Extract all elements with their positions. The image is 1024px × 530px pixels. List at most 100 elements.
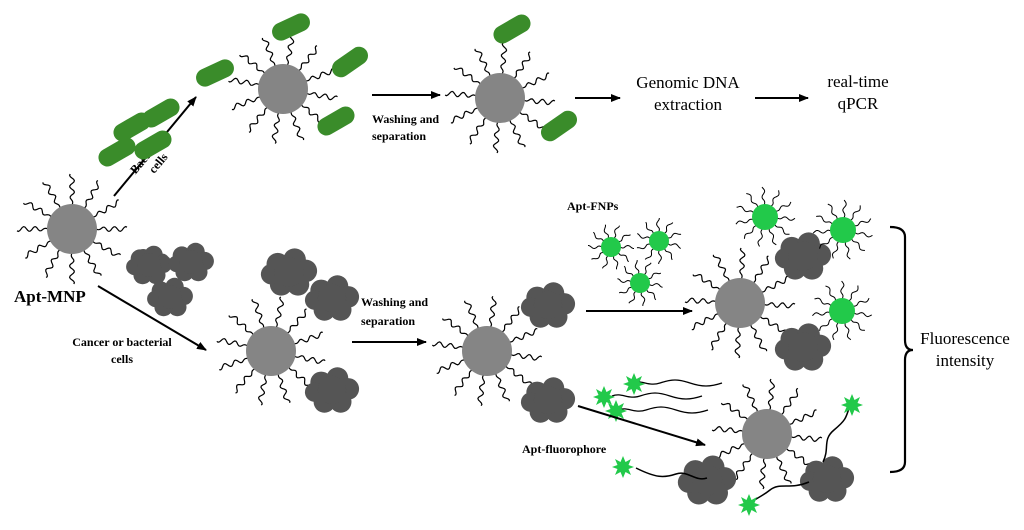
aptamer-strand [822, 404, 851, 463]
qpcr-label-2: qPCR [838, 94, 879, 113]
aptamer-strand [228, 315, 255, 336]
aptamer-strand [216, 337, 249, 347]
aptamer-strand [444, 90, 478, 98]
aptamer-strand [522, 98, 556, 106]
aptamer-strand [844, 321, 852, 341]
apt-mnp-particle [16, 173, 128, 285]
cancer-cell [304, 275, 360, 321]
aptamer-strand [844, 240, 851, 260]
washed-mnp-bacteria-complex [444, 14, 578, 154]
bound-apt-fnp [812, 199, 873, 260]
arrow-to-fluorophore-sandwich [577, 405, 706, 447]
aptamer-strand [500, 42, 508, 76]
aptamer-strand [734, 325, 741, 359]
fluorescent-nanoparticle [829, 298, 855, 324]
genomic-dna-label-1: Genomic DNA [636, 73, 740, 92]
mnp-bacteria-complex [196, 13, 369, 144]
aptamer-strand [275, 296, 285, 329]
aptamer-strand [91, 199, 119, 219]
aptamer-strand [840, 280, 845, 300]
aptamer-strand [847, 285, 859, 303]
bacterium [317, 106, 355, 136]
aptamer-strand [94, 225, 128, 233]
aptamer-strand [785, 447, 814, 466]
bacterium [331, 46, 369, 78]
fluorescent-nanoparticle [830, 217, 856, 243]
aptamer-strand [464, 300, 479, 330]
aptamer-strand [500, 305, 520, 334]
aptamer-strand [520, 72, 550, 89]
washing-mid-label-1: Washing and [361, 295, 428, 309]
aptamer-strand [711, 425, 745, 434]
aptamer-strand [228, 77, 261, 86]
magnetic-bead [246, 326, 296, 376]
aptamer-strand [774, 201, 792, 213]
aptamer-strand [618, 286, 634, 294]
fluorophore-star-icon [612, 456, 634, 478]
free-apt-fnp [636, 218, 682, 264]
aptamer-strand [25, 239, 53, 259]
grouping-bracket [889, 225, 914, 474]
aptamer-strand [474, 48, 491, 78]
aptamer-strand [431, 341, 465, 350]
fluorophore-sandwich-complex [612, 378, 863, 516]
aptamer-strand [645, 288, 657, 301]
aptamer-strand [450, 107, 480, 124]
aptamer-strand [735, 218, 755, 225]
fluorescent-nanoparticle [630, 273, 650, 293]
aptamer-strand [736, 205, 755, 214]
aptamer-strand [618, 244, 634, 249]
fluorophore-star-icon [593, 386, 615, 408]
bacterium [196, 59, 234, 87]
aptamer-strands [617, 260, 663, 306]
cancer-cell [799, 456, 855, 502]
bacterium [113, 112, 151, 142]
aptamer-strand [640, 290, 646, 306]
aptamer-strand [304, 67, 335, 82]
fluorescence-label-2: intensity [936, 351, 995, 370]
aptamer-strand [853, 231, 873, 238]
aptamer-strand [68, 173, 76, 207]
aptamer-strand [611, 392, 703, 400]
aptamer-strand [747, 481, 810, 506]
aptamer-strand [509, 352, 543, 361]
aptamer-strand [617, 406, 709, 414]
aptamer-strand [261, 37, 276, 68]
aptamer-strand [592, 231, 605, 243]
aptamer-strand [787, 409, 817, 426]
aptamer-strand [666, 232, 682, 239]
aptamer-strand [83, 180, 99, 210]
cancer-cell [168, 242, 214, 282]
aptamer-strand [663, 246, 673, 261]
aptamer-strand [720, 402, 749, 421]
aptamer-strand [68, 251, 76, 285]
free-apt-fnp [588, 224, 634, 270]
aptamer-strand [636, 243, 652, 250]
aptamer-strand [631, 379, 723, 387]
aptamer-strand [637, 233, 652, 240]
aptamer-strand [603, 224, 609, 240]
aptamer-strand [775, 454, 792, 484]
aptamer-strand [760, 275, 789, 294]
aptamer-strand [477, 373, 486, 407]
bacterium [98, 137, 136, 167]
aptamer-strand [749, 323, 768, 352]
bacterium [272, 13, 310, 41]
aptamer-strand [436, 359, 466, 374]
cancer-cells-label-1: Cancer or bacterial [72, 335, 172, 349]
genomic-dna-label-2: extraction [654, 95, 722, 114]
aptamer-strands [684, 247, 796, 359]
magnetic-bead [258, 64, 308, 114]
aptamer-strands [444, 42, 556, 154]
aptamer-strand [642, 262, 652, 276]
aptamer-strand [814, 297, 833, 307]
aptamer-strand [849, 205, 861, 222]
arrow-to-cell-capture [97, 285, 207, 351]
apt-fluorophore-label: Apt-fluorophore [522, 442, 607, 456]
cancer-cells-label-2: cells [111, 352, 133, 366]
aptamer-strand [780, 387, 799, 416]
cancer-cell [260, 248, 318, 296]
aptamer-strand [812, 229, 832, 234]
aptamer-strand [23, 202, 53, 218]
aptamer-strand [617, 251, 630, 263]
